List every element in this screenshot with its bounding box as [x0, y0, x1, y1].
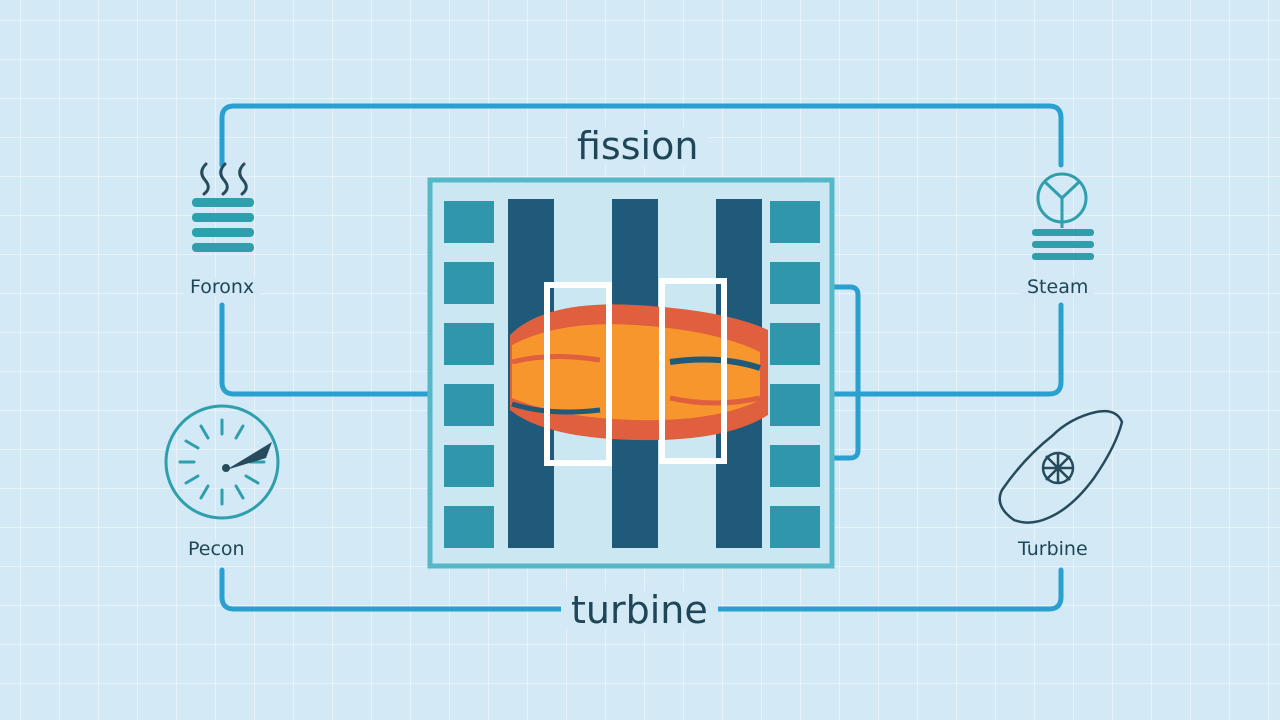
gauge-label: Pecon [182, 540, 251, 559]
furnace-label: Foronx [184, 278, 261, 297]
radiator-icon [192, 198, 254, 252]
steam-label: Steam [1021, 278, 1095, 297]
top-label: fission [567, 127, 709, 165]
fuel-cells [544, 278, 727, 466]
gauge-icon [164, 404, 280, 520]
fission-flame [510, 304, 768, 441]
bottom-label: turbine [561, 591, 718, 629]
fuel-blocks-right [770, 201, 820, 548]
turbine-label: Turbine [1012, 540, 1094, 559]
turbine-icon [998, 409, 1124, 524]
heat-waves-icon [200, 162, 248, 196]
tree-icon [1036, 172, 1088, 228]
steam-stack-icon [1032, 229, 1094, 260]
fuel-blocks-left [444, 201, 494, 548]
